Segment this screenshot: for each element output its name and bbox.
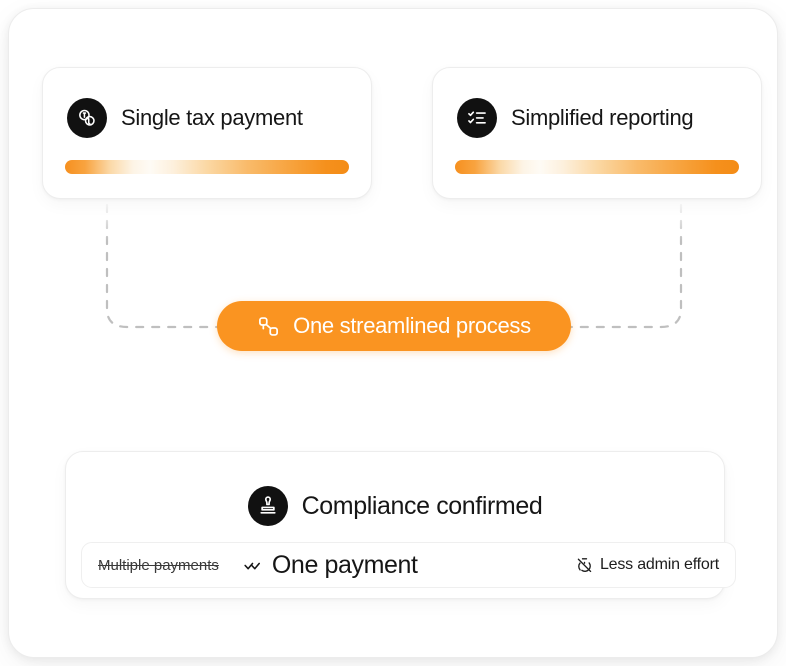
- compliance-title: Compliance confirmed: [301, 491, 543, 520]
- one-streamlined-process-pill[interactable]: One streamlined process: [217, 301, 571, 351]
- struck-multiple-payments-label: Multiple payments: [98, 556, 219, 574]
- one-payment-label: One payment: [271, 550, 418, 579]
- gradient-progress-bar: [65, 160, 349, 174]
- summary-row: Multiple payments One payment: [81, 542, 736, 588]
- gradient-progress-bar: [455, 160, 739, 174]
- card-title: Single tax payment: [121, 105, 303, 130]
- card-simplified-reporting[interactable]: Simplified reporting: [432, 67, 762, 199]
- timer-off-icon: [576, 557, 593, 574]
- card-single-tax-payment[interactable]: Single tax payment: [42, 67, 372, 199]
- connector-left-branch: [105, 203, 219, 329]
- double-check-icon: [243, 555, 263, 575]
- less-admin-label: Less admin effort: [599, 556, 719, 573]
- less-admin-group: Less admin effort: [576, 556, 719, 574]
- stamp-icon: [247, 486, 288, 526]
- connector-right-branch: [569, 203, 683, 329]
- workflow-nodes-icon: [257, 315, 280, 338]
- card-title: Simplified reporting: [511, 105, 694, 130]
- card-header: Single tax payment: [67, 98, 303, 138]
- card-header: Simplified reporting: [457, 98, 694, 138]
- diagram-frame: Single tax payment Simplified reporting: [8, 8, 778, 658]
- compliance-header: Compliance confirmed: [66, 486, 724, 526]
- checklist-icon: [457, 98, 497, 138]
- pill-label: One streamlined process: [293, 313, 531, 338]
- one-payment-group: One payment: [243, 551, 418, 580]
- coins-icon: [67, 98, 107, 138]
- card-compliance-confirmed[interactable]: Compliance confirmed Multiple payments O…: [65, 451, 736, 599]
